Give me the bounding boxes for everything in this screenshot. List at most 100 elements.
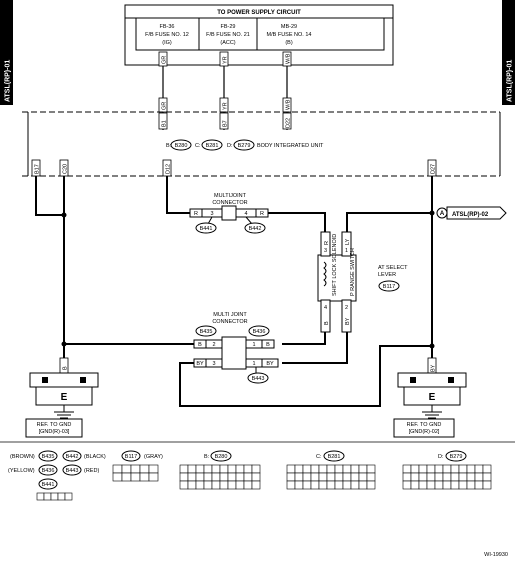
- wire-by-right: BY: [431, 364, 437, 372]
- fuse-2-line1: FB-29: [221, 24, 236, 30]
- pin-cell: [130, 472, 141, 482]
- side-tag-right-text: ATSL(RP)-01: [507, 60, 514, 102]
- pin-cell: [466, 480, 476, 490]
- legend-brown: (BROWN): [10, 454, 35, 460]
- legend-red: (RED): [84, 468, 99, 474]
- pin-cell: [187, 472, 197, 482]
- wire-b-left: B: [63, 366, 69, 370]
- pin-cell: [434, 464, 444, 474]
- pin-d22: D22: [286, 118, 292, 128]
- mj-top-pin-l: 3: [210, 211, 213, 217]
- wire-by1: BY: [196, 361, 204, 367]
- biu-name: BODY INTEGRATED UNIT: [257, 143, 324, 149]
- legend-yellow: (YELLOW): [8, 468, 35, 474]
- switch-label: P RANGE SWITCH: [350, 248, 356, 296]
- pin-cell: [402, 464, 412, 474]
- ground-left: E REF. TO GND [GND(R)-03]: [25, 372, 99, 438]
- pin-cell: [251, 480, 261, 490]
- pin-cell: [442, 480, 452, 490]
- pin-cell: [294, 464, 304, 474]
- wire-b2: B: [266, 342, 270, 348]
- pin-cell: [482, 480, 492, 490]
- pin-cell: [302, 464, 312, 474]
- pin-cell: [286, 464, 296, 474]
- ground-left-label: E: [61, 392, 68, 403]
- pin-cell: [235, 464, 245, 474]
- mj-top-right-code: B442: [249, 226, 262, 232]
- pin-cell: [318, 472, 328, 482]
- pin-cell: [203, 480, 213, 490]
- pin-cell: [426, 464, 436, 474]
- legend-b280: B280: [215, 454, 228, 460]
- pin-cell: [57, 492, 66, 501]
- pin-cell: [426, 472, 436, 482]
- legend-b281: B281: [328, 454, 341, 460]
- pin-cell: [43, 492, 52, 501]
- pin-cell: [294, 480, 304, 490]
- pin-cell: [243, 472, 253, 482]
- ground-right: E REF. TO GND [GND(R)-02]: [393, 372, 467, 438]
- at-select-lever: 3 R 1 LY 4 B 2 BY SHIFT LOCK SOLENOID P …: [317, 231, 408, 333]
- pin-cell: [235, 472, 245, 482]
- legend-b-prefix: B:: [204, 454, 210, 460]
- mj-top-line1: MULTIJOINT: [214, 193, 247, 199]
- connector-pin-grids: [36, 464, 492, 501]
- pin-cell: [482, 472, 492, 482]
- pin-cell: [342, 480, 352, 490]
- pin-cell: [410, 480, 420, 490]
- pin-cell: [203, 472, 213, 482]
- pin-cell: [318, 464, 328, 474]
- pin-cell: [366, 472, 376, 482]
- multijoint-bottom: MULTI JOINT CONNECTOR B435 B436 B 2 1 B …: [193, 312, 279, 384]
- pin-cell: [195, 464, 205, 474]
- legend: (BROWN) B435 B442 (BLACK) (YELLOW) B436 …: [8, 450, 467, 490]
- wire-yr-bottom: YR: [223, 102, 229, 110]
- pin-b7: B7: [223, 120, 229, 127]
- at-pin-2: 2: [345, 305, 348, 311]
- legend-b443: B443: [66, 468, 79, 474]
- pin-cell: [139, 464, 150, 474]
- pin-cell: [219, 480, 229, 490]
- wire-r1: R: [194, 211, 198, 217]
- pin-cell: [450, 472, 460, 482]
- pin-cell: [310, 480, 320, 490]
- mj-bot-pin-1: 1: [252, 342, 255, 348]
- pin-cell: [310, 472, 320, 482]
- pin-cell: [112, 464, 123, 474]
- ground-left-ref1: REF. TO GND: [37, 422, 72, 428]
- pin-cell: [326, 472, 336, 482]
- pin-b1: B1: [162, 120, 168, 127]
- pin-cell: [227, 464, 237, 474]
- pin-cell: [179, 464, 189, 474]
- pin-cell: [342, 472, 352, 482]
- wire-ly: LY: [345, 238, 351, 245]
- pin-cell: [434, 472, 444, 482]
- pin-cell: [219, 472, 229, 482]
- wire-wb-bottom: W/B: [286, 99, 292, 110]
- pin-cell: [442, 464, 452, 474]
- legend-b279: B279: [450, 454, 463, 460]
- wire-b-v: B: [324, 321, 330, 325]
- power-box-title: TO POWER SUPPLY CIRCUIT: [217, 10, 301, 16]
- pin-cell: [235, 480, 245, 490]
- arrow-ref-a: A ATSL(RP)-02: [436, 206, 507, 220]
- pin-cell: [334, 472, 344, 482]
- pin-cell: [302, 472, 312, 482]
- wire-gr-bottom: GR: [162, 102, 168, 110]
- mj-top-left-code: B441: [200, 226, 213, 232]
- biu-b-prefix: B:: [166, 143, 172, 149]
- pin-cell: [179, 480, 189, 490]
- pin-cell: [195, 472, 205, 482]
- pin-cell: [227, 472, 237, 482]
- pin-cell: [294, 472, 304, 482]
- pin-cell: [36, 492, 45, 501]
- pin-cell: [130, 464, 141, 474]
- legend-d-prefix: D:: [438, 454, 444, 460]
- pin-cell: [350, 480, 360, 490]
- pin-cell: [410, 464, 420, 474]
- pin-cell: [350, 464, 360, 474]
- mj-bot-left-code: B435: [200, 329, 213, 335]
- ground-right-ref2: [GND(R)-02]: [409, 429, 440, 435]
- arrow-ref-text: ATSL(RP)-02: [452, 212, 489, 218]
- mj-bot-line2: CONNECTOR: [212, 319, 247, 325]
